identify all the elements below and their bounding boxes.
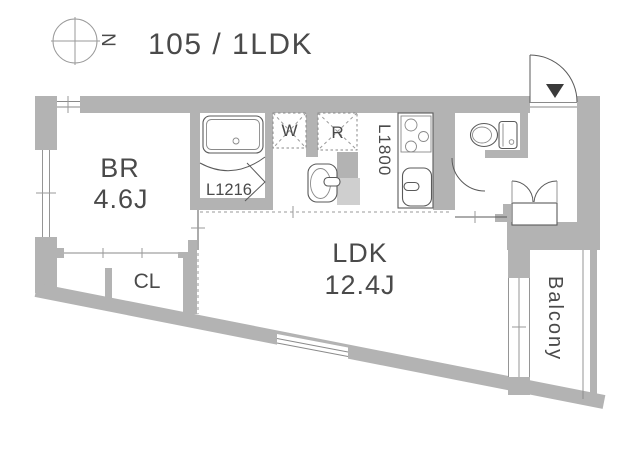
boundary-lines <box>64 206 584 399</box>
walls <box>34 96 606 409</box>
bathtub <box>202 115 264 154</box>
balcony-label: Balcony <box>544 276 566 361</box>
entrance-door-swing <box>529 54 578 103</box>
wall-bath-left <box>190 113 200 198</box>
washbasin <box>307 163 341 203</box>
bathroom-folding-door <box>244 162 266 202</box>
wall-toilet-bottom <box>485 150 528 158</box>
shoe-cabinet-door-left <box>511 180 534 203</box>
shoe-cabinet <box>511 180 558 226</box>
toilet-bowl <box>469 122 499 148</box>
kitchen-size-label: L1800 <box>375 124 394 176</box>
wall-balcony-left-lower <box>508 377 530 395</box>
wall-left-foot-stub <box>57 248 64 258</box>
compass-north-label: N <box>97 33 118 47</box>
shoe-cabinet-box <box>511 202 558 226</box>
refrigerator-space: R <box>317 112 358 151</box>
toilet-tank <box>498 120 518 150</box>
shoe-cabinet-door-right <box>533 180 558 203</box>
bathtub-apron-curve <box>199 156 266 172</box>
bathtub-inner-line <box>206 119 260 150</box>
wall-hall-stub <box>495 204 511 222</box>
wall-balcony-left-upper <box>508 250 530 278</box>
toilet-flush-knob <box>508 139 515 145</box>
kitchen-faucet <box>403 181 420 192</box>
window-balcony-sliding-door <box>508 278 530 377</box>
window-diagonal <box>276 334 349 361</box>
stove-top <box>400 115 432 153</box>
wall-right <box>577 96 600 250</box>
wall-left-upper <box>35 96 57 150</box>
bathtub-label: L1216 <box>206 181 252 199</box>
wall-closet-right <box>183 252 197 314</box>
entry-direction-icon <box>546 84 564 98</box>
ldk-size: 12.4J <box>324 270 395 300</box>
wall-toilet-right <box>520 113 528 158</box>
compass: N <box>51 17 118 65</box>
wall-kitchen-right <box>433 113 455 210</box>
stove-burner-2 <box>418 131 429 142</box>
washer-label: W <box>281 121 297 140</box>
wall-top <box>80 96 530 113</box>
toilet-room <box>451 120 518 192</box>
wall-closet-stub <box>188 240 197 254</box>
wall-closet-divider <box>105 268 112 310</box>
bedroom-size: 4.6J <box>93 184 148 214</box>
bathtub-drain <box>232 137 240 145</box>
washer-space: W <box>272 112 307 149</box>
stove-burner-1 <box>404 118 418 132</box>
window-left <box>35 150 57 237</box>
room-labels: BR 4.6J CL LDK 12.4J Balcony <box>93 153 566 361</box>
ldk-name: LDK <box>332 238 388 268</box>
window-top <box>57 96 80 113</box>
toilet-door-swing <box>451 157 486 192</box>
wall-balcony-right-rail <box>590 250 597 401</box>
wall-washer-fridge-divider <box>306 113 318 157</box>
refrigerator-label: R <box>331 123 343 142</box>
kitchen: L1800 <box>375 112 434 209</box>
stove-burner-3 <box>405 140 417 153</box>
wall-bath-bottom <box>190 198 273 210</box>
closet-label: CL <box>134 270 161 293</box>
bedroom-name: BR <box>100 153 140 183</box>
washbasin-faucet <box>323 176 341 187</box>
windows <box>35 96 530 377</box>
entrance <box>529 54 578 108</box>
toilet-bowl-inner <box>472 126 492 144</box>
wall-basin-right <box>337 152 358 178</box>
wall-hall-south <box>507 222 600 250</box>
wall-bath-right <box>265 113 273 210</box>
wall-left-lower <box>35 237 57 293</box>
bathroom: L1216 <box>199 115 266 202</box>
basin-side-counter <box>337 178 360 205</box>
page-title: 105 / 1LDK <box>148 28 313 61</box>
